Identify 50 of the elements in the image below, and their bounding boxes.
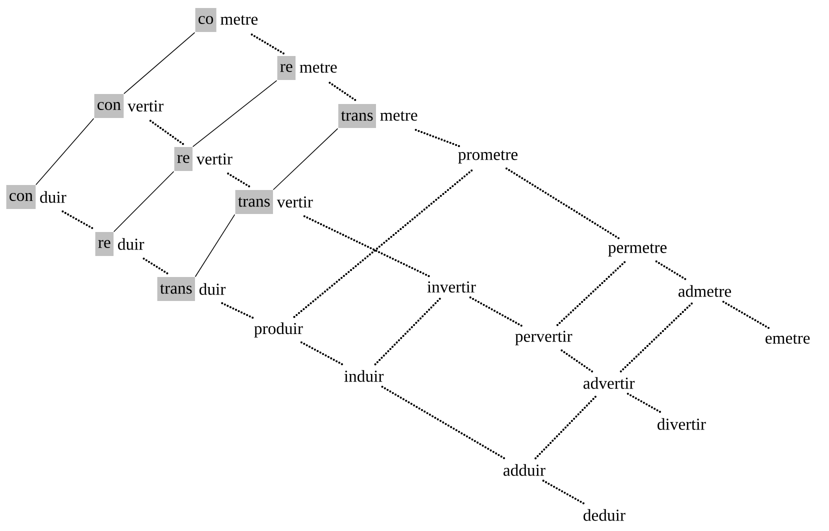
word: pervertir (515, 330, 572, 346)
prefixed-word: co metre (195, 8, 258, 32)
dotted-connector (142, 258, 170, 276)
prefixed-word: re duir (95, 232, 144, 256)
dotted-connector (620, 302, 694, 372)
dotted-connector (328, 82, 358, 102)
dotted-connector (303, 215, 432, 278)
word: induir (344, 370, 384, 382)
dotted-connector (655, 260, 688, 282)
dotted-connector (300, 341, 346, 366)
dotted-connector (374, 297, 442, 366)
dotted-connector (626, 392, 664, 414)
dotted-connector (62, 210, 96, 231)
word: emetre (766, 334, 810, 344)
dotted-connector (542, 480, 586, 506)
connector-line (194, 214, 236, 278)
word: prometre (458, 150, 518, 164)
dotted-connector (556, 261, 626, 326)
word: produir (254, 322, 303, 338)
prefixed-word: trans vertir (235, 190, 313, 214)
dotted-connector (221, 302, 254, 319)
word: invertir (427, 281, 476, 293)
connector-line (113, 171, 174, 232)
dotted-connector (560, 349, 594, 373)
dotted-connector (149, 120, 184, 146)
prefixed-word: re vertir (174, 147, 232, 171)
prefixed-word: con vertir (94, 94, 164, 118)
prefixed-word: trans metre (338, 104, 418, 128)
dotted-connector (227, 172, 252, 188)
prefixed-word: re metre (277, 56, 337, 80)
word: divertir (658, 418, 706, 430)
dotted-connector (505, 167, 620, 240)
dotted-connector (250, 34, 285, 54)
dotted-connector (414, 128, 460, 148)
connector-line (36, 118, 94, 186)
dotted-connector (381, 386, 507, 460)
prefixed-word: trans duir (157, 277, 226, 301)
connector-line (272, 128, 338, 190)
word: advertir (584, 377, 635, 389)
connector-line (192, 80, 278, 148)
word: admetre (678, 285, 732, 297)
word: permetre (608, 244, 667, 256)
dotted-connector (293, 168, 475, 318)
dotted-connector (722, 300, 772, 330)
dotted-connector (534, 394, 599, 460)
word: adduir (504, 464, 546, 476)
word: deduir (584, 509, 626, 521)
connector-line (124, 32, 196, 94)
prefixed-word: con duir (6, 185, 66, 209)
dotted-connector (469, 296, 523, 327)
